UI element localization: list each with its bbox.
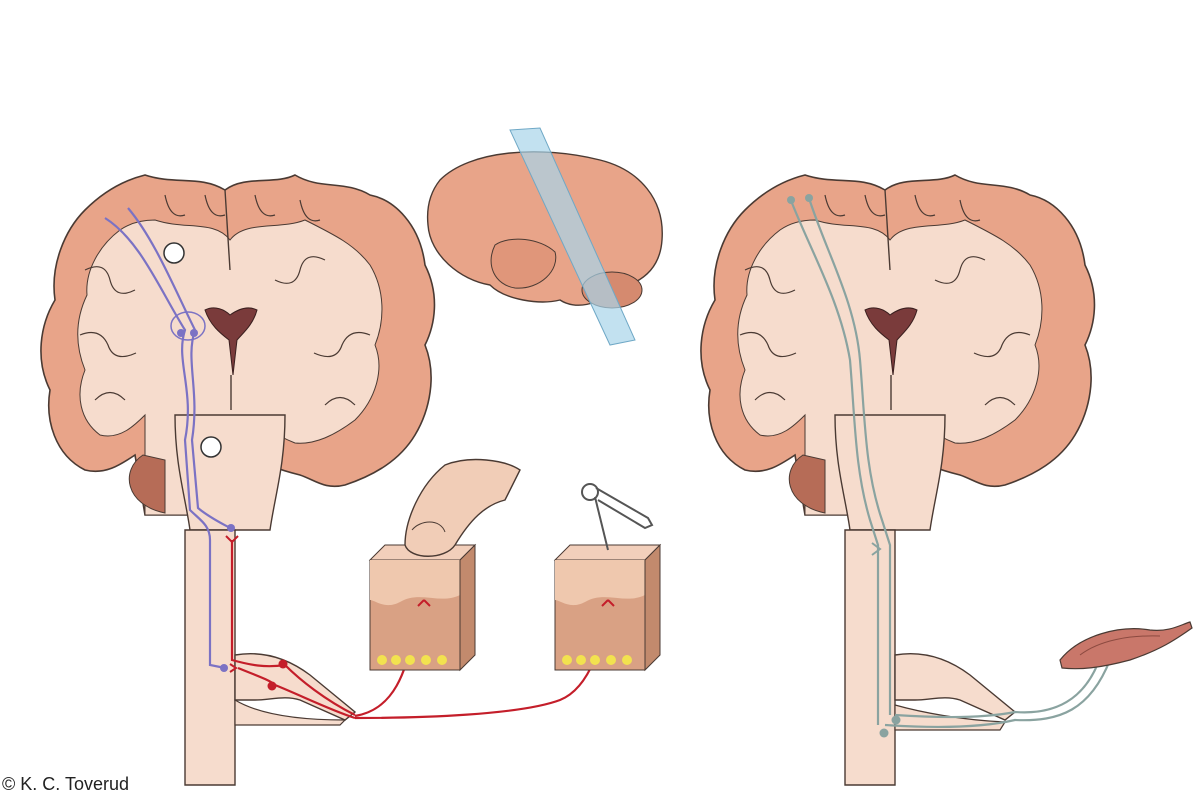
- motor-neuron: [879, 728, 889, 738]
- somatosensory-neuron: [177, 329, 185, 337]
- pain-synapse-icon: [225, 535, 239, 544]
- credit-text: © K. C. Toverud: [2, 774, 129, 794]
- pain-synapse-icon: [229, 663, 238, 673]
- thalamus-marker: [170, 311, 206, 341]
- motor-synapse-icon: [871, 542, 882, 556]
- motor-neuron: [787, 196, 795, 204]
- slice-plane: [509, 127, 636, 346]
- motor-neuron: [891, 715, 901, 725]
- somatosensory-neuron: [227, 524, 235, 532]
- lesion-marker: [163, 242, 185, 264]
- pain-neuron: [267, 681, 277, 691]
- left-ventral-root: [234, 698, 347, 726]
- lesion-marker: [200, 436, 222, 458]
- motor-neuron: [805, 194, 813, 202]
- finger-press-icon: [404, 458, 521, 557]
- somatosensory-neuron: [190, 329, 198, 337]
- somatosensory-pathway: [104, 207, 231, 670]
- motor-pathway: [788, 194, 1112, 728]
- touch-skin-block: [368, 543, 477, 672]
- somatosensory-neuron: [220, 664, 228, 672]
- pain-neuron: [278, 659, 288, 669]
- muscle-icon: [1059, 621, 1193, 670]
- whole-brain: [426, 127, 663, 346]
- pain-skin-block: [553, 543, 662, 672]
- safety-pin-icon: [581, 483, 654, 551]
- right-dorsal-root-ganglion: [894, 653, 1017, 721]
